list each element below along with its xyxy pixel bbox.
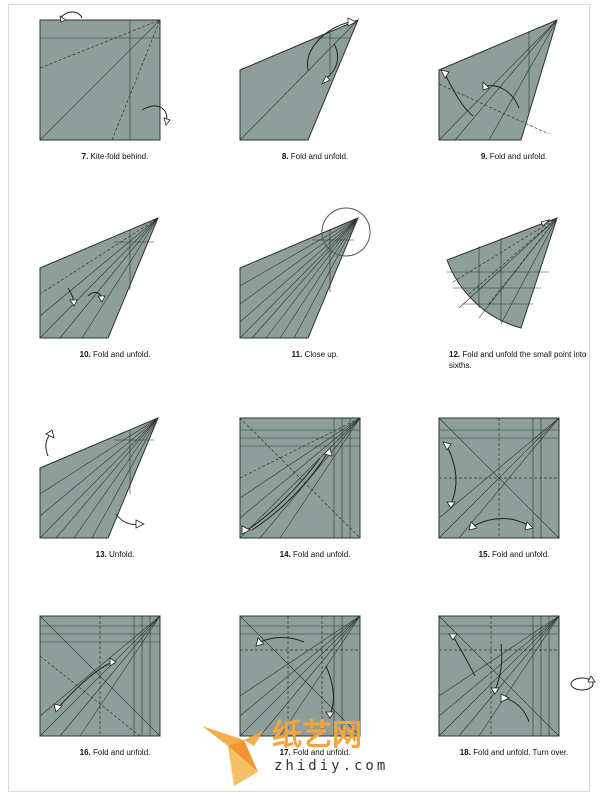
close-up-circle — [321, 207, 371, 257]
step-8-diagram — [239, 17, 359, 141]
step-18-caption: 18. Fold and unfold. Turn over. — [459, 748, 569, 757]
step-16: 16. Fold and unfold. — [30, 610, 210, 790]
step-18: 18. Fold and unfold. Turn over. — [429, 610, 600, 790]
step-7: 7. Kite-fold behind. — [30, 11, 210, 194]
step-15-diagram — [438, 417, 560, 539]
step-13-caption: 13. Unfold. — [95, 550, 135, 559]
step-17: 17. Fold and unfold. — [230, 610, 410, 790]
watermark-brand: 纸艺网 — [272, 718, 362, 753]
step-14: 14. Fold and unfold. — [230, 412, 410, 592]
watermark-domain: zhidiy.com — [274, 758, 389, 774]
step-11-caption: 11. Close up. — [291, 350, 339, 359]
step-12-diagram — [446, 217, 558, 329]
step-12: 12. Fold and unfold the small point into… — [429, 212, 600, 392]
step-11: 11. Close up. — [230, 207, 410, 392]
step-12-caption: 12. Fold and unfold the small point into… — [449, 350, 587, 370]
step-8-caption: 8. Fold and unfold. — [281, 152, 349, 161]
step-9-caption: 9. Fold and unfold. — [480, 152, 548, 161]
step-14-caption: 14. Fold and unfold. — [279, 550, 351, 559]
step-10-caption: 10. Fold and unfold. — [79, 350, 151, 359]
step-10-diagram — [39, 217, 159, 339]
step-15: 15. Fold and unfold. — [429, 412, 600, 592]
step-7-diagram — [39, 11, 171, 141]
step-18-diagram — [438, 615, 560, 737]
step-14-diagram — [239, 417, 361, 539]
step-16-caption: 16. Fold and unfold. — [79, 748, 151, 757]
step-13: 13. Unfold. — [30, 412, 210, 592]
step-10: 10. Fold and unfold. — [30, 212, 210, 392]
step-7-caption: 7. Kite-fold behind. — [81, 152, 149, 161]
turn-over-icon — [570, 675, 596, 691]
step-13-diagram — [39, 417, 159, 539]
site-watermark: 纸艺网 zhidiy.com — [198, 716, 408, 788]
step-17-caption: 17. Fold and unfold. — [279, 748, 351, 757]
step-9-diagram — [438, 19, 558, 141]
step-11-diagram — [239, 207, 371, 339]
step-16-diagram — [39, 615, 161, 737]
step-15-caption: 15. Fold and unfold. — [478, 550, 550, 559]
step-8: 8. Fold and unfold. — [230, 14, 410, 194]
step-9: 9. Fold and unfold. — [429, 14, 600, 194]
paper-crane-icon — [202, 726, 264, 786]
step-17-diagram — [239, 615, 361, 737]
page-border — [8, 4, 590, 792]
